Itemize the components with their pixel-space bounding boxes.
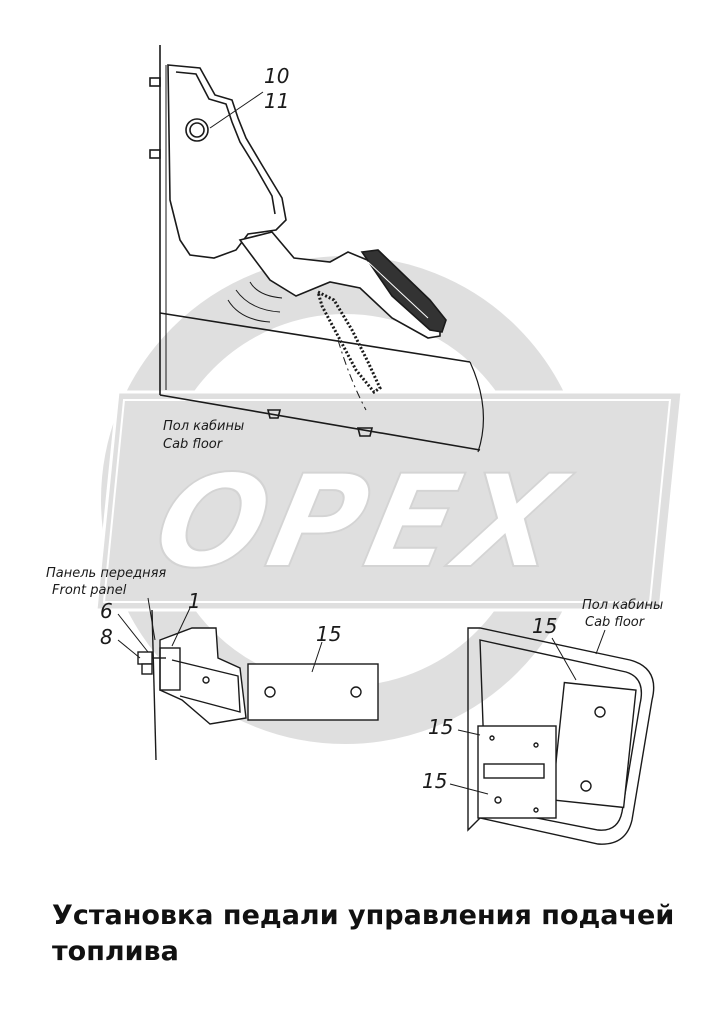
floor-clip-2 [356,427,374,437]
figure-caption: Установка педали управления подачей топл… [52,900,675,967]
cab-floor-ru: Пол кабины [163,419,244,434]
side-view-callouts: 6 8 1 15 [100,589,341,649]
floor-bracket [477,725,557,819]
front-panel-ru: Панель передняя [46,566,166,581]
pedal-pad [360,249,447,333]
pedal-bracket [167,64,287,259]
floor-view: Пол кабины Cab floor [449,598,663,845]
callout-10: 10 [264,64,289,88]
fastener-nut [137,651,153,665]
cab-floor-outline [467,627,655,845]
pedal-plate-side [247,663,379,721]
floor-view-cab-en: Cab floor [585,615,646,630]
callout-1: 1 [188,589,201,613]
callout-11: 11 [264,89,289,113]
callout-8: 8 [100,625,113,649]
watermark-text: OPEX [143,447,582,596]
front-panel-en: Front panel [52,583,127,598]
pedal-assembly [149,45,485,453]
callout-15-mid: 15 [428,715,453,739]
cab-floor-label-upper: Пол кабины Cab floor [163,419,244,452]
callout-6: 6 [100,599,113,623]
mount-bracket [159,627,247,725]
side-view: Панель передняя Front panel [46,566,379,761]
floor-clip-1 [266,409,282,419]
callout-10-11: 10 11 [209,64,289,129]
watermark-band [94,390,684,612]
callout-15-low: 15 [422,769,447,793]
callout-15-side: 15 [316,622,341,646]
callout-15-top: 15 [532,614,557,638]
floor-view-cab-ru: Пол кабины [582,598,663,613]
cab-floor-en: Cab floor [163,437,224,452]
pedal-boot [315,289,382,395]
floor-view-callouts: 15 15 15 [422,614,557,793]
floor-pedal-plate [551,681,637,809]
